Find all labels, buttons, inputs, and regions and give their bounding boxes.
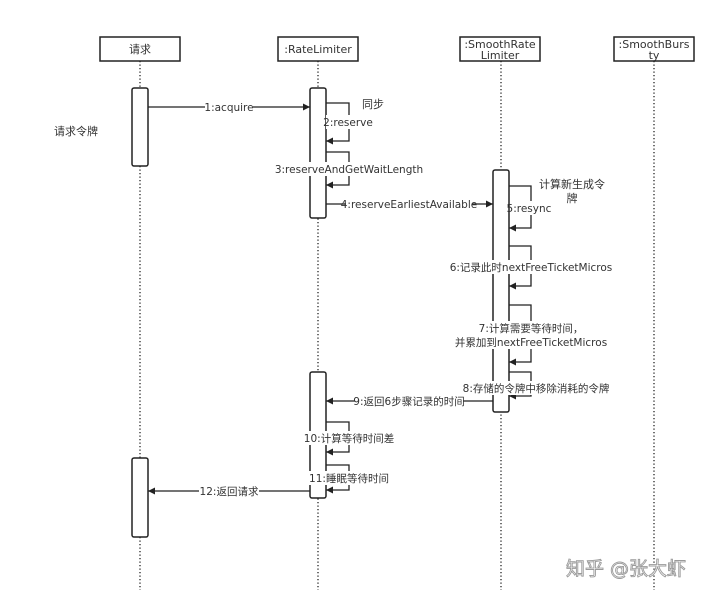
participant-label: :RateLimiter [284, 43, 352, 56]
participant-label-line2: Limiter [481, 49, 520, 62]
message-label: 3:reserveAndGetWaitLength [275, 164, 423, 176]
message-9-return-recorded-time[interactable]: 9:返回6步骤记录的时间 [326, 394, 493, 408]
label-bg [346, 197, 472, 211]
message-label: 4:reserveEarliestAvailable [341, 199, 477, 211]
message-6-record-next-free-ticket[interactable]: 6:记录此时nextFreeTicketMicros [450, 245, 613, 290]
message-1-acquire[interactable]: 1:acquire [148, 100, 310, 114]
label-bg [309, 471, 389, 485]
message-label-line1: 7:计算需要等待时间， [479, 322, 584, 335]
participant-smoothbursty[interactable]: :SmoothBurs ty [613, 36, 695, 62]
participant-box [613, 36, 695, 62]
message-label: 6:记录此时nextFreeTicketMicros [450, 261, 613, 274]
label-bg [458, 381, 614, 395]
participant-label-line2: ty [649, 49, 660, 62]
participant-request[interactable]: 请求 [99, 36, 181, 62]
watermark: 知乎 @张大虾 [566, 558, 686, 580]
message-label: 11:睡眠等待时间 [309, 472, 389, 485]
message-8-remove-consumed-tokens[interactable]: 8:存储的令牌中移除消耗的令牌 [458, 371, 614, 400]
activations [131, 87, 510, 538]
message-label: 2:reserve [323, 117, 373, 129]
label-bg [326, 115, 372, 129]
participant-box [459, 36, 541, 62]
note-sync: 同步 [362, 98, 384, 111]
participant-label-line1: :SmoothRate [464, 38, 536, 51]
message-label: 9:返回6步骤记录的时间 [353, 395, 464, 408]
note-resync-line2: 牌 [567, 191, 578, 205]
label-bg [452, 260, 610, 274]
message-5-resync[interactable]: 5:resync [507, 185, 552, 232]
message-11-sleep-wait[interactable]: 11:睡眠等待时间 [309, 464, 389, 494]
participant-box [99, 36, 181, 62]
label-bg [199, 484, 259, 498]
activation-request-1 [131, 87, 149, 167]
participant-smoothratelimiter[interactable]: :SmoothRate Limiter [459, 36, 541, 62]
message-3-reserveandgetwaitlength[interactable]: 3:reserveAndGetWaitLength [275, 151, 423, 189]
message-12-return-request[interactable]: 12:返回请求 [148, 484, 310, 498]
message-4-reserveearliestavailable[interactable]: 4:reserveEarliestAvailable [326, 197, 493, 211]
activation-ratelimiter-1 [309, 87, 327, 219]
message-label: 8:存储的令牌中移除消耗的令牌 [463, 382, 610, 395]
label-bg [304, 431, 394, 445]
message-label: 10:计算等待时间差 [304, 432, 394, 445]
participant-ratelimiter[interactable]: :RateLimiter [277, 36, 359, 62]
message-label: 5:resync [507, 203, 552, 215]
activation-request-2 [131, 457, 149, 538]
message-10-compute-wait-diff[interactable]: 10:计算等待时间差 [304, 421, 394, 456]
participant-label: 请求 [129, 43, 151, 56]
message-label: 12:返回请求 [200, 485, 259, 498]
message-7-compute-wait-time[interactable]: 7:计算需要等待时间， 并累加到nextFreeTicketMicros [455, 304, 607, 366]
participant-box [277, 36, 359, 62]
label-bg [355, 394, 463, 408]
message-label-line2: 并累加到nextFreeTicketMicros [455, 336, 607, 349]
message-2-reserve[interactable]: 2:reserve [323, 102, 373, 145]
activation-smoothratelimiter [492, 169, 510, 413]
label-bg [278, 162, 420, 176]
note-resync-line1: 计算新生成令 [539, 177, 605, 191]
label-bg [205, 100, 253, 114]
label-bg [455, 321, 607, 349]
participant-label-line1: :SmoothBurs [619, 38, 690, 51]
label-bg [510, 201, 548, 215]
message-label: 1:acquire [204, 102, 253, 114]
note-request-token: 请求令牌 [54, 124, 98, 138]
